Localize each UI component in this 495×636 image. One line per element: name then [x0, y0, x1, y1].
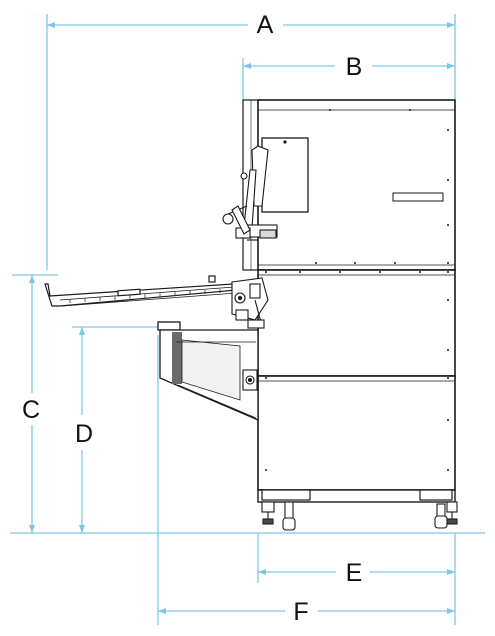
dimension-lines: [10, 14, 485, 625]
arm-pivot: [240, 172, 248, 180]
middle-cabinet-rivets: [265, 271, 449, 351]
dim-label-e: E: [346, 559, 363, 587]
dim-label-a: A: [257, 11, 274, 39]
caster-left: [261, 501, 296, 531]
tray-mechanism: [231, 277, 269, 329]
arrow-b-left: [243, 63, 251, 69]
side-bracket: [242, 369, 258, 391]
arrow-f-left: [158, 608, 166, 614]
caster-right: [434, 501, 458, 529]
hopper-top-lip: [157, 321, 181, 331]
lower-cabinet-rivets: [265, 377, 449, 471]
base-foot-left: [261, 489, 311, 501]
arrow-e-left: [258, 569, 266, 575]
arrow-c-top: [29, 275, 35, 283]
dim-label-d: D: [75, 420, 93, 448]
base-foot-right: [419, 489, 453, 501]
side-label-plate: [392, 192, 444, 202]
arrow-b-right: [447, 63, 455, 69]
control-panel: [261, 137, 309, 213]
tray-stop: [208, 275, 216, 283]
arrow-c-bottom: [29, 525, 35, 533]
dim-label-b: B: [346, 53, 363, 81]
dimension-arrowheads: [29, 22, 455, 614]
machine: [44, 99, 458, 531]
arrow-f-right: [447, 608, 455, 614]
arrow-d-top: [79, 327, 85, 335]
feeding-tray: [44, 275, 251, 307]
lower-cabinet: [257, 375, 456, 491]
arrow-a-right: [447, 22, 455, 28]
upper-cabinet-rivets: [315, 109, 449, 264]
hopper-shade: [172, 332, 182, 384]
arrow-e-right: [447, 569, 455, 575]
hopper-face-shade: [181, 339, 241, 401]
arrow-d-bottom: [79, 525, 85, 533]
arm-mechanism: [222, 145, 278, 241]
arm-knob: [222, 213, 234, 225]
dim-label-c: C: [22, 396, 40, 424]
arrow-a-left: [47, 22, 55, 28]
tray-ridges: [69, 288, 236, 303]
middle-cabinet: [257, 269, 456, 377]
dim-label-f: F: [293, 598, 308, 626]
hopper: [157, 321, 259, 421]
